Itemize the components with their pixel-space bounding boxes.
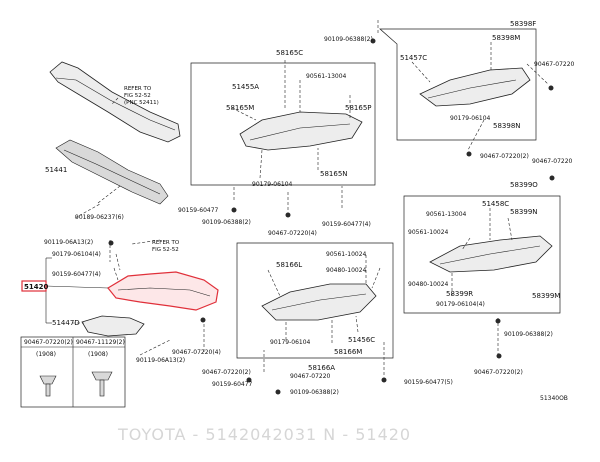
- label-90467-07220-2-br: 90467-07220(2): [474, 369, 523, 376]
- label-90480-10024-r: 90480-10024: [408, 281, 449, 288]
- highlight-frame-51420: [21, 280, 47, 292]
- label-90119-06A13-2: 90119-06A13(2): [44, 239, 93, 246]
- label-90109-06388-2-b: 90109-06388(2): [290, 389, 339, 396]
- label-90179-06104-b: 90179-06104: [270, 339, 311, 346]
- group-box-58166: [236, 242, 394, 359]
- label-90179-06104-4: 90179-06104(4): [52, 251, 101, 258]
- legend-header-90467-07220: 90467-07220(2): [24, 339, 73, 346]
- watermark-text: TOYOTA - 5142042031 N - 51420: [117, 425, 411, 444]
- leader-lines: [45, 20, 549, 375]
- label-90159-60477-b: 90159-60477: [212, 381, 253, 388]
- label-90119-06A13-2-b: 90119-06A13(2): [136, 357, 185, 364]
- label-90467-07220-2-r: 90467-07220(2): [480, 153, 529, 160]
- group-box-58165: [190, 62, 376, 186]
- fastener-clips: [108, 38, 555, 395]
- label-90159-60477-m: 90159-60477: [178, 207, 219, 214]
- label-51420: 51420: [24, 283, 48, 291]
- label-58399M: 58399M: [532, 292, 560, 300]
- refer-note-1-line1: REFER TO: [124, 86, 152, 92]
- engine-under-cover-part-51420: [107, 271, 219, 311]
- label-90159-60477-4-l: 90159-60477(4): [52, 271, 101, 278]
- label-90561-10024-r: 90561-10024: [408, 229, 449, 236]
- label-51458C: 51458C: [482, 200, 509, 208]
- refer-note-2-line1: REFER TO: [152, 240, 180, 246]
- refer-note-2-line2: FIG 52-52: [152, 247, 179, 253]
- label-58166A: 58166A: [308, 364, 335, 372]
- reinforcement-part-51441: [55, 139, 169, 205]
- label-90189-06237-6: 90189-06237(6): [75, 214, 124, 221]
- legend-clip-90467-07220: [39, 375, 57, 397]
- label-51456C: 51456C: [348, 336, 375, 344]
- label-58166L: 58166L: [276, 261, 302, 269]
- splash-shield-part-51447D: [81, 315, 145, 337]
- group-box-58399: [403, 195, 561, 314]
- label-51441: 51441: [45, 166, 67, 174]
- label-90109-06388-2-top: 90109-06388(2): [324, 36, 373, 43]
- figure-code: 51340OB: [540, 395, 568, 402]
- label-58165P: 58165P: [345, 104, 372, 112]
- label-51457C: 51457C: [400, 54, 427, 62]
- label-58398F: 58398F: [510, 20, 536, 28]
- label-58166M: 58166M: [334, 348, 362, 356]
- label-58398N: 58398N: [493, 122, 521, 130]
- label-90159-60477-5: 90159-60477(5): [404, 379, 453, 386]
- label-90561-13004-top: 90561-13004: [306, 73, 347, 80]
- label-90109-06388-2-r: 90109-06388(2): [504, 331, 553, 338]
- label-90179-06104-4-r: 90179-06104(4): [436, 301, 485, 308]
- group-box-58398: [379, 28, 537, 141]
- label-90109-06388-m: 90109-06388(2): [202, 219, 251, 226]
- label-58398M: 58398M: [492, 34, 520, 42]
- refer-note-1-line3: (PNC 52411): [124, 100, 159, 106]
- floor-cover-part-58165: [239, 111, 363, 151]
- label-58399N: 58399N: [510, 208, 538, 216]
- label-90179-06104-m: 90179-06104: [252, 181, 293, 188]
- floor-cover-part-58166: [261, 283, 377, 321]
- bumper-cover-part: [49, 61, 181, 143]
- label-58165N: 58165N: [320, 170, 348, 178]
- legend-clip-90467-11129: [91, 371, 113, 397]
- label-90467-07220-4-m: 90467-07220(4): [268, 230, 317, 237]
- label-90480-10024-m: 90480-10024: [326, 267, 367, 274]
- legend-note-2: (1908): [88, 351, 108, 358]
- label-58399R: 58399R: [446, 290, 473, 298]
- label-90467-07220-b: 90467-07220: [290, 373, 331, 380]
- label-90179-06104-tr: 90179-06104: [450, 115, 491, 122]
- legend-note-1: (1908): [36, 351, 56, 358]
- label-58399O: 58399O: [510, 181, 538, 189]
- label-51447D: 51447D: [52, 319, 80, 327]
- refer-note-1-line2: FIG 52-52: [124, 93, 151, 99]
- label-90467-07220-tr: 90467-07220: [534, 61, 575, 68]
- label-58165C: 58165C: [276, 49, 303, 57]
- label-90467-07220-2-b: 90467-07220(2): [202, 369, 251, 376]
- label-90467-07220-r2: 90467-07220: [532, 158, 573, 165]
- label-90159-60477-4-m: 90159-60477(4): [322, 221, 371, 228]
- label-90561-10024-m: 90561-10024: [326, 251, 367, 258]
- label-90467-07220-4-b: 90467-07220(4): [172, 349, 221, 356]
- label-51455A: 51455A: [232, 83, 259, 91]
- label-90561-13004-r: 90561-13004: [426, 211, 467, 218]
- legend-header-90467-11129: 90467-11129(2): [76, 339, 125, 346]
- label-58165M: 58165M: [226, 104, 254, 112]
